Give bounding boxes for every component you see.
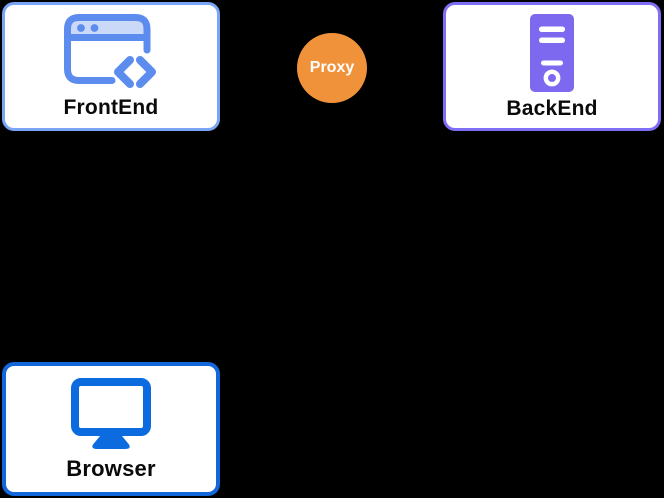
monitor-screen bbox=[71, 377, 151, 436]
node-browser-label: Browser bbox=[66, 455, 156, 481]
node-backend-label: BackEnd bbox=[506, 96, 598, 120]
monitor-icon bbox=[71, 377, 151, 449]
node-proxy: Proxy bbox=[297, 33, 367, 103]
node-browser: Browser bbox=[2, 362, 220, 496]
server-slot-3 bbox=[541, 60, 563, 65]
window-header-bar bbox=[70, 19, 145, 35]
node-proxy-label: Proxy bbox=[309, 59, 355, 76]
server-slot-2 bbox=[539, 37, 565, 43]
server-tower-icon bbox=[530, 13, 574, 92]
node-backend: BackEnd bbox=[443, 2, 661, 131]
browser-window-code-icon bbox=[64, 13, 156, 88]
server-slot-1 bbox=[539, 26, 565, 32]
code-chevron-right-icon bbox=[136, 55, 156, 88]
node-frontend: FrontEnd bbox=[2, 2, 220, 131]
server-power-ring bbox=[543, 69, 561, 86]
window-dot-1 bbox=[77, 23, 85, 32]
monitor-stand bbox=[92, 435, 130, 449]
window-dot-2 bbox=[90, 23, 99, 32]
code-chevron-left-icon bbox=[114, 55, 134, 88]
node-frontend-label: FrontEnd bbox=[63, 95, 159, 119]
window-outline bbox=[64, 13, 151, 84]
server-body bbox=[530, 13, 574, 92]
